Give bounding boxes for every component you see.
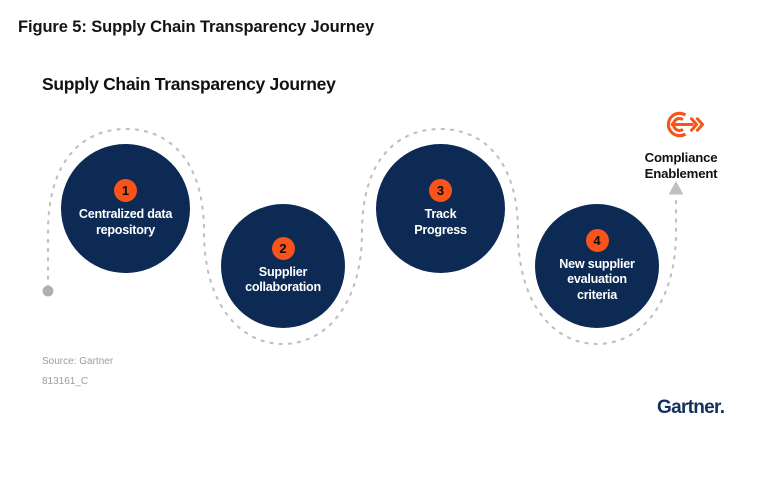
source-block: Source: Gartner 813161_C xyxy=(42,352,113,392)
path-start-dot xyxy=(42,285,54,297)
path-end-arrow-icon xyxy=(668,181,684,195)
target-bullseye-arrow-icon xyxy=(666,111,704,138)
step-number-badge: 2 xyxy=(271,236,295,260)
outcome-block: Compliance Enablement xyxy=(608,108,754,182)
step-label: Supplier collaboration xyxy=(245,264,321,295)
step-number-badge: 4 xyxy=(585,228,609,252)
step-number-badge: 3 xyxy=(429,179,452,202)
figure-title: Figure 5: Supply Chain Transparency Jour… xyxy=(18,18,375,36)
source-text: Source: Gartner xyxy=(42,356,114,367)
chart-title: Supply Chain Transparency Journey xyxy=(42,74,336,94)
journey-step-1[interactable]: 1 Centralized data repository xyxy=(61,144,190,273)
step-label: Centralized data repository xyxy=(78,207,173,237)
journey-step-4[interactable]: 4 New supplier evaluation criteria xyxy=(535,204,659,328)
gartner-logo-mark: . xyxy=(719,397,725,418)
gartner-logo: Gartner. xyxy=(657,397,725,419)
journey-step-3[interactable]: 3 Track Progress xyxy=(376,144,505,273)
outcome-label: Compliance Enablement xyxy=(644,150,718,181)
document-id: 813161_C xyxy=(42,376,89,387)
gartner-logo-text: Gartner xyxy=(657,397,720,418)
step-number-badge: 1 xyxy=(114,179,137,202)
step-label: Track Progress xyxy=(414,207,467,237)
journey-step-2[interactable]: 2 Supplier collaboration xyxy=(221,204,345,328)
step-label: New supplier evaluation criteria xyxy=(559,256,635,302)
